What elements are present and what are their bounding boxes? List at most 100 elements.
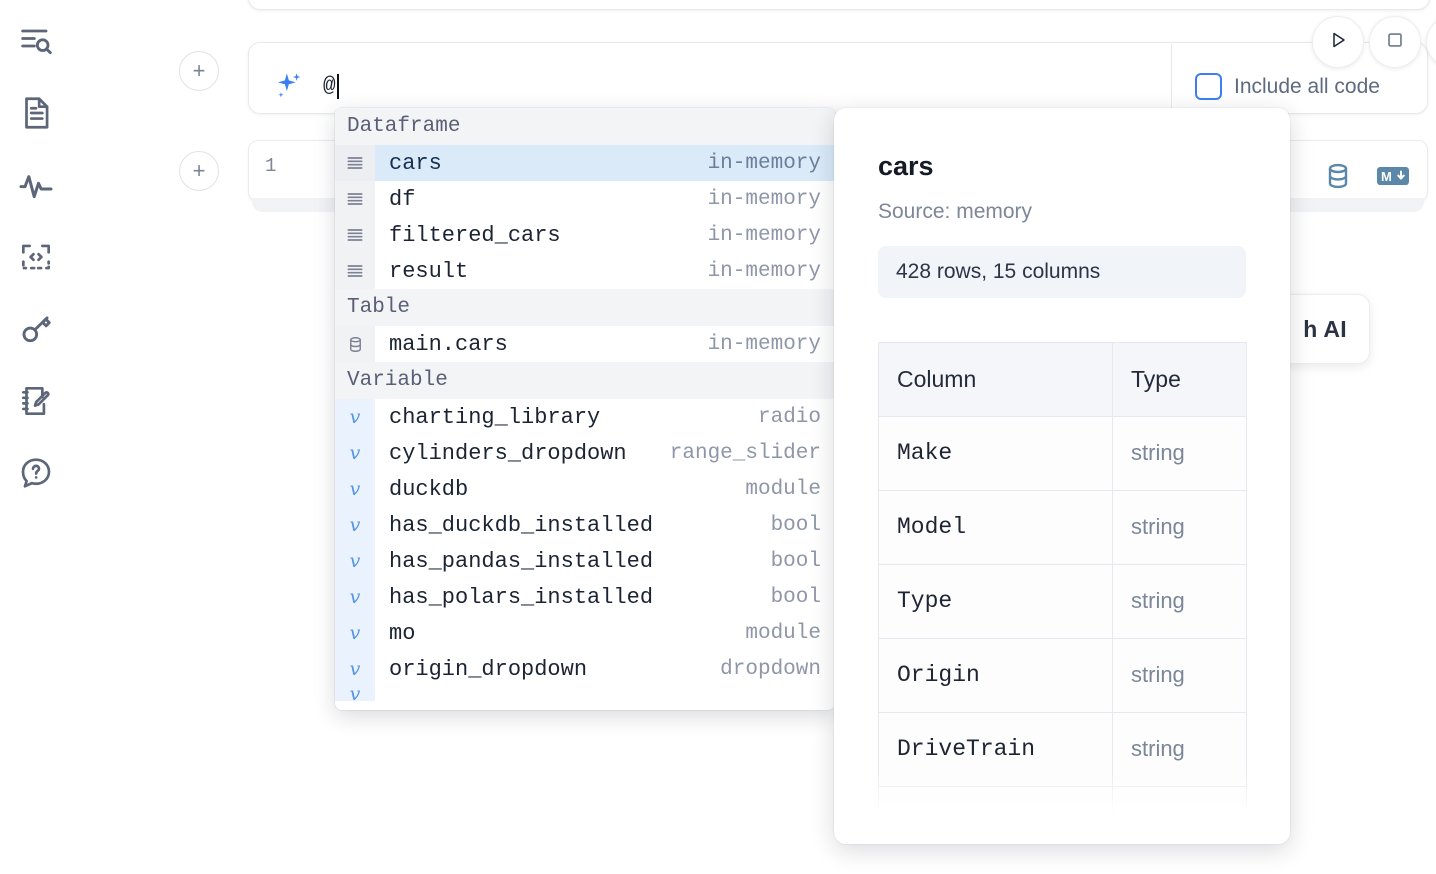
square-stop-icon: [1384, 29, 1406, 56]
sidebar-item-notebook[interactable]: [13, 90, 59, 136]
autocomplete-item-name: has_polars_installed: [389, 584, 654, 610]
dataframe-lines-icon: [335, 217, 375, 253]
autocomplete-item-name: duckdb: [389, 476, 469, 502]
plus-icon: +: [192, 158, 206, 183]
autocomplete-item-name: has_duckdb_installed: [389, 512, 654, 538]
autocomplete-item[interactable]: main.cars in-memory: [335, 326, 835, 362]
autocomplete-item-type: in-memory: [707, 332, 821, 356]
markdown-down-icon[interactable]: M: [1376, 164, 1410, 193]
ai-prompt-input[interactable]: @: [323, 74, 339, 99]
cell-above-stub: [248, 0, 1430, 10]
autocomplete-item-type: in-memory: [707, 187, 821, 211]
activity-pulse-icon: [16, 165, 56, 205]
key-icon: [17, 310, 55, 348]
autocomplete-item-name: charting_library: [389, 404, 601, 430]
sidebar-item-activity[interactable]: [13, 162, 59, 208]
add-cell-button-top[interactable]: +: [179, 51, 219, 91]
cell-toolbar-icons: M: [1322, 160, 1410, 197]
schema-column-type: string: [1112, 711, 1247, 787]
variable-v-icon: v: [335, 543, 375, 579]
autocomplete-item-type: bool: [770, 513, 821, 537]
variable-v-icon: v: [335, 687, 375, 701]
autocomplete-section-header: Table: [335, 289, 835, 326]
variable-v-icon: v: [335, 471, 375, 507]
schema-column-type: string: [1112, 563, 1247, 639]
autocomplete-item-name: cylinders_dropdown: [389, 440, 627, 466]
sidebar-item-scratchpad[interactable]: [13, 378, 59, 424]
schema-column-name: DriveTrain: [878, 711, 1113, 787]
plus-icon: +: [192, 58, 206, 83]
autocomplete-item-body: [375, 687, 835, 701]
autocomplete-item-type: bool: [770, 585, 821, 609]
run-button[interactable]: [1312, 16, 1364, 68]
dataframe-lines-icon: [335, 145, 375, 181]
schema-column-type: string: [1112, 637, 1247, 713]
sidebar-item-snippets[interactable]: [13, 234, 59, 280]
schema-column-name: Origin: [878, 637, 1113, 713]
stop-button[interactable]: [1369, 16, 1421, 68]
autocomplete-item-body: has_duckdb_installed bool: [375, 507, 835, 543]
variable-v-icon: v: [335, 615, 375, 651]
autocomplete-item-type: in-memory: [707, 259, 821, 283]
dataframe-lines-icon: [335, 181, 375, 217]
schema-table-header-cell: Column: [878, 341, 1113, 417]
ai-bar-divider: [1171, 44, 1172, 114]
autocomplete-item-type: radio: [757, 405, 821, 429]
database-icon[interactable]: [1322, 160, 1354, 197]
include-all-code-checkbox[interactable]: [1195, 73, 1222, 100]
sidebar-item-help[interactable]: [13, 450, 59, 496]
add-cell-button-bottom[interactable]: +: [179, 151, 219, 191]
info-panel-source: Source: memory: [878, 199, 1033, 223]
autocomplete-item[interactable]: v: [335, 687, 835, 701]
include-all-code-row: Include all code: [1169, 43, 1427, 100]
autocomplete-item-type: in-memory: [707, 151, 821, 175]
autocomplete-section-header: Dataframe: [335, 108, 835, 145]
autocomplete-item-body: charting_library radio: [375, 399, 835, 435]
schema-column-name: [878, 785, 1113, 844]
schema-column-type: string: [1112, 489, 1247, 565]
dataframe-info-panel: cars Source: memory 428 rows, 15 columns…: [834, 108, 1290, 844]
text-caret: [336, 74, 339, 99]
variable-v-icon: v: [335, 435, 375, 471]
ai-sparkle-icon: [271, 69, 305, 108]
question-chat-icon: [17, 454, 55, 492]
database-icon: [335, 326, 375, 362]
schema-column-type: [1112, 785, 1247, 844]
schema-column-type: string: [1112, 415, 1247, 491]
sidebar-rail: [0, 0, 72, 874]
info-panel-shape: 428 rows, 15 columns: [878, 245, 1246, 298]
sidebar-item-secrets[interactable]: [13, 306, 59, 352]
autocomplete-item-type: dropdown: [720, 657, 821, 681]
schema-column-name: Make: [878, 415, 1113, 491]
info-panel-title: cars: [878, 151, 934, 181]
variable-v-icon: v: [335, 651, 375, 687]
sidebar-item-explore[interactable]: [13, 18, 59, 64]
schema-table-row: [878, 785, 1247, 844]
autocomplete-item-name: main.cars: [389, 331, 508, 357]
